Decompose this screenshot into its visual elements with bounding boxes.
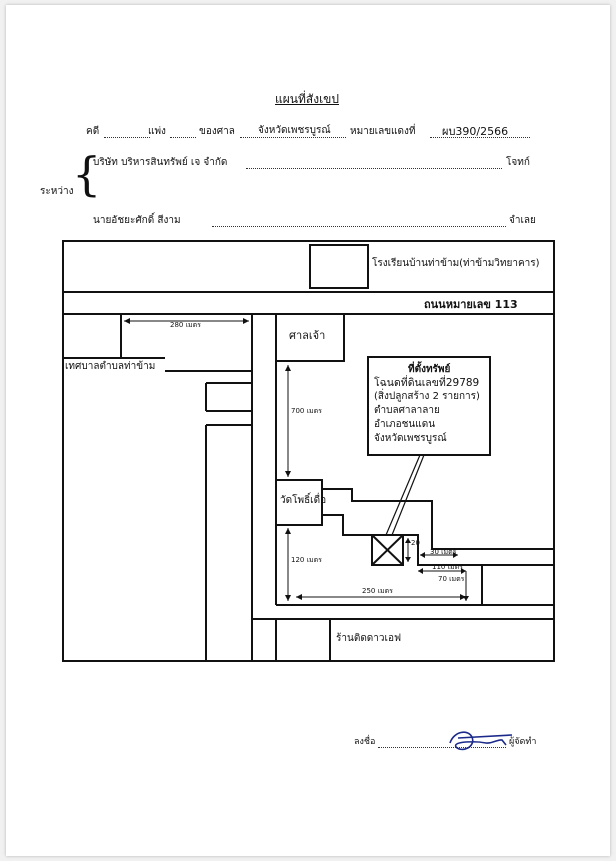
property-plot [371, 534, 404, 566]
signature-label: ลงชื่อ [354, 737, 376, 747]
red-no-value: ผบ390/2566 [442, 125, 509, 138]
civil-label: แพ่ง [148, 126, 166, 137]
signature-scribble [449, 731, 513, 751]
callout-pointer-b [391, 454, 425, 536]
road-label: ถนนหมายเลข 113 [424, 298, 518, 311]
plaintiff-name: บริษัท บริหารสินทรัพย์ เจ จำกัด [93, 157, 228, 168]
document-sheet: แผนที่สังเขป คดี แพ่ง ของศาล จังหวัดเพชร… [6, 5, 610, 856]
lane-upper [322, 488, 554, 550]
property-line-4: อำเภอชนแดน [374, 419, 436, 430]
defendant-name: นายอัชยะศักดิ์ สีงาม [93, 215, 181, 226]
school-building [309, 244, 369, 289]
case-dots [104, 137, 150, 138]
municipality-label: เทศบาลตำบลท่าข้าม [65, 361, 156, 372]
distance-30: 30 เมตร [430, 548, 457, 556]
dim-arrowheads [124, 318, 469, 601]
shrine-building [275, 313, 345, 362]
property-cross-b [371, 534, 404, 566]
court-dots [240, 137, 346, 138]
property-callout-box [367, 356, 491, 456]
plaintiff-dots [246, 168, 502, 169]
document-title: แผนที่สังเขป [275, 92, 339, 106]
distance-120: 120 เมตร [291, 556, 322, 564]
civil-dots [170, 137, 196, 138]
signature-dots [378, 747, 506, 748]
red-no-dots [430, 137, 530, 138]
between-label: ระหว่าง [40, 186, 74, 197]
red-no-label: หมายเลขแดงที่ [350, 126, 416, 137]
property-line-2: (สิ่งปลูกสร้าง 2 รายการ) [374, 391, 480, 402]
distance-700: 700 เมตร [291, 407, 322, 415]
property-line-1: โฉนดที่ดินเลขที่29789 [374, 377, 480, 389]
distance-250: 250 เมตร [362, 587, 393, 595]
case-label: คดี [86, 126, 100, 137]
map-drawing [62, 240, 555, 751]
court-label: ของศาล [199, 126, 235, 137]
shrine-label: ศาลเจ้า [289, 329, 326, 342]
court-name: จังหวัดเพชรบูรณ์ [258, 125, 331, 136]
property-line-3: ตำบลศาลาลาย [374, 405, 440, 416]
distance-20: 20 [411, 539, 420, 547]
right-block [481, 564, 555, 606]
property-line-5: จังหวัดเพชรบูรณ์ [374, 433, 447, 444]
distance-70: 70 เมตร [438, 575, 465, 583]
lane-lower-a [322, 514, 372, 536]
brace: { [72, 147, 102, 201]
distance-280: 280 เมตร [170, 321, 201, 329]
callout-pointer-a [385, 454, 421, 536]
signature-role: ผู้จัดทำ [509, 737, 537, 747]
temple-label: วัดโพธิ์เดื่อ [280, 495, 327, 506]
school-label: โรงเรียนบ้านท่าข้าม(ท่าข้ามวิทยาคาร) [372, 258, 540, 269]
defendant-dots [212, 226, 506, 227]
plaintiff-role: โจทก์ [506, 157, 530, 168]
distance-110: 110 เมตร [432, 563, 463, 571]
left-block [62, 313, 122, 359]
store-label: ร้านติดดาวเอฟ [336, 633, 402, 644]
defendant-role: จำเลย [509, 215, 536, 226]
property-heading: ที่ตั้งทรัพย์ [408, 364, 451, 375]
store-building [275, 618, 331, 662]
temple-building [275, 479, 323, 526]
